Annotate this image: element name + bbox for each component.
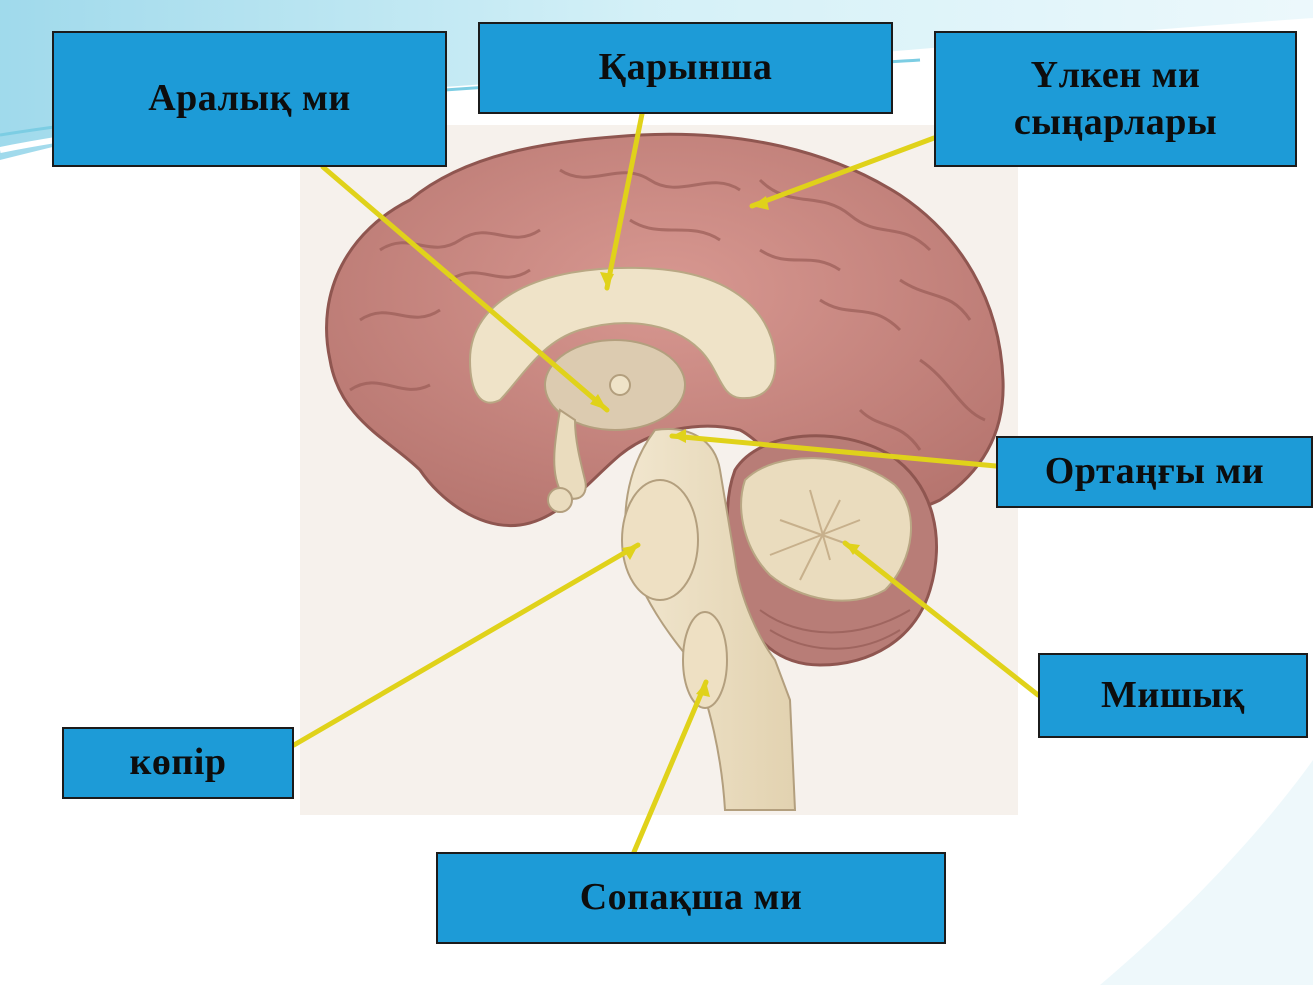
label-pons: көпір	[62, 727, 294, 799]
pointer-line-pons	[294, 545, 638, 745]
pointer-line-medulla	[634, 682, 706, 852]
label-cerebral-hemispheres: Үлкен ми сыңарлары	[934, 31, 1297, 167]
label-pons-text: көпір	[130, 739, 227, 787]
label-medulla-text: Сопақша ми	[580, 874, 803, 922]
label-midbrain: Ортаңғы ми	[996, 436, 1313, 508]
label-diencephalon: Аралық ми	[52, 31, 447, 167]
label-ventricle-text: Қарынша	[599, 44, 773, 92]
label-medulla: Сопақша ми	[436, 852, 946, 944]
label-cerebellum-text: Мишық	[1101, 672, 1245, 720]
label-hemispheres-line1: Үлкен ми	[1014, 52, 1217, 100]
pons-shape	[622, 480, 698, 600]
label-midbrain-text: Ортаңғы ми	[1045, 448, 1264, 496]
label-hemispheres-line2: сыңарлары	[1014, 99, 1217, 147]
label-cerebellum: Мишық	[1038, 653, 1308, 738]
label-diencephalon-text: Аралық ми	[148, 75, 351, 123]
label-ventricle: Қарынша	[478, 22, 893, 114]
